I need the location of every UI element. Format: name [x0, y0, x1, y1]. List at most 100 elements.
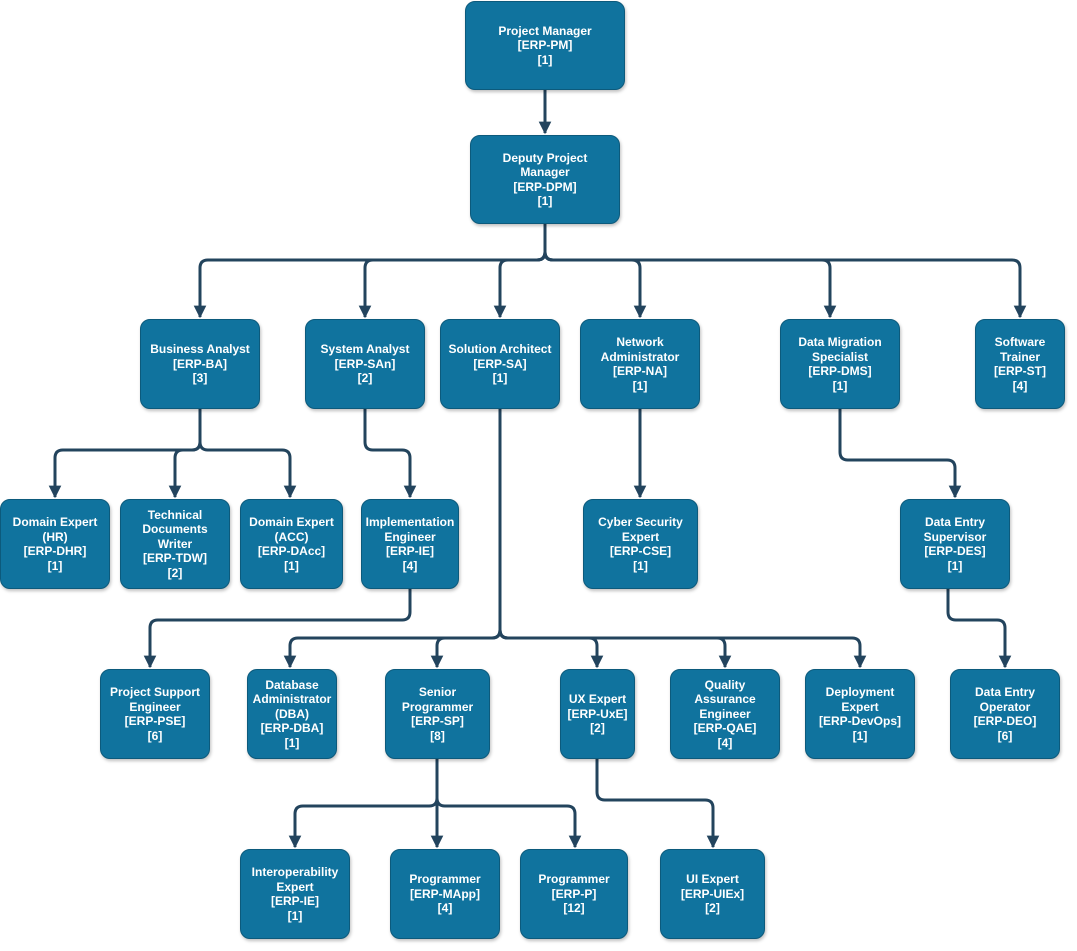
node-data-migration-specialist[interactable]: Data Migration Specialist [ERP-DMS] [1]	[780, 319, 900, 409]
node-title: Cyber Security Expert	[598, 515, 683, 544]
node-count: [2]	[357, 371, 373, 386]
node-network-administrator[interactable]: Network Administrator [ERP-NA] [1]	[580, 319, 700, 409]
node-title: Technical Documents Writer	[142, 507, 208, 551]
node-title: Deputy Project Manager	[502, 150, 588, 180]
node-code: [ERP-NA]	[613, 364, 667, 378]
node-code: [ERP-P]	[551, 886, 597, 901]
node-deputy-project-manager[interactable]: Deputy Project Manager [ERP-DPM] [1]	[470, 135, 620, 224]
link-ba-dacc	[198, 409, 297, 499]
link-dpm-san	[358, 224, 547, 319]
node-title: Domain Expert (HR)	[12, 515, 98, 544]
node-code: [ERP-DevOps]	[818, 714, 901, 728]
node-domain-expert-hr[interactable]: Domain Expert (HR) [ERP-DHR] [1]	[0, 499, 110, 589]
node-count: [1]	[832, 378, 848, 393]
node-technical-documents-writer[interactable]: Technical Documents Writer [ERP-TDW] [2]	[120, 499, 230, 589]
node-software-trainer[interactable]: Software Trainer [ERP-ST] [4]	[975, 319, 1065, 409]
node-count: [4]	[402, 558, 418, 573]
node-count: [6]	[147, 728, 163, 743]
link-ie-pse	[143, 589, 412, 669]
node-title: Quality Assurance Engineer	[694, 677, 756, 721]
node-programmer-mapp[interactable]: Programmer [ERP-MApp] [4]	[390, 849, 500, 939]
node-code: [ERP-IE]	[271, 894, 319, 908]
node-title: Project Manager	[498, 23, 592, 38]
node-count: [1]	[947, 558, 963, 573]
node-count: [8]	[430, 728, 445, 743]
link-ba-tdw	[168, 409, 202, 499]
node-programmer-p[interactable]: Programmer [ERP-P] [12]	[520, 849, 628, 939]
node-quality-assurance-engineer[interactable]: Quality Assurance Engineer [ERP-QAE] [4]	[670, 669, 780, 759]
node-ui-expert[interactable]: UI Expert [ERP-UIEx] [2]	[660, 849, 765, 939]
node-count: [1]	[632, 378, 648, 393]
link-san-ie	[363, 409, 417, 499]
node-count: [1]	[633, 558, 648, 573]
node-title: UX Expert	[568, 692, 627, 707]
node-title: Database Administrator (DBA)	[252, 677, 332, 721]
node-count: [1]	[284, 735, 300, 750]
node-interoperability-expert[interactable]: Interoperability Expert [ERP-IE] [1]	[240, 849, 350, 939]
node-senior-programmer[interactable]: Senior Programmer [ERP-SP] [8]	[385, 669, 490, 759]
node-title: Project Support Engineer	[109, 685, 200, 714]
node-title: Data Entry Operator	[974, 685, 1036, 714]
node-code: [ERP-PM]	[517, 38, 573, 53]
node-count: [1]	[284, 558, 299, 573]
node-code: [ERP-PSE]	[124, 714, 186, 728]
node-title: Data Migration Specialist	[798, 335, 882, 364]
node-business-analyst[interactable]: Business Analyst [ERP-BA] [3]	[140, 319, 260, 409]
node-title: Data Entry Supervisor	[923, 515, 987, 544]
node-count: [2]	[705, 901, 720, 916]
link-dms-des	[838, 409, 962, 499]
node-project-manager[interactable]: Project Manager [ERP-PM] [1]	[465, 1, 625, 90]
node-title: Senior Programmer	[401, 685, 474, 714]
node-count: [2]	[590, 721, 605, 736]
node-code: [ERP-DPM]	[513, 179, 577, 194]
node-count: [1]	[537, 52, 553, 67]
node-count: [4]	[717, 735, 733, 750]
node-code: [ERP-SP]	[411, 714, 464, 728]
node-code: [ERP-DHR]	[23, 544, 87, 558]
node-data-entry-supervisor[interactable]: Data Entry Supervisor [ERP-DES] [1]	[900, 499, 1010, 589]
node-implementation-engineer[interactable]: Implementation Engineer [ERP-IE] [4]	[361, 499, 459, 589]
node-title: System Analyst	[320, 342, 410, 357]
node-count: [1]	[47, 558, 63, 573]
node-ux-expert[interactable]: UX Expert [ERP-UxE] [2]	[560, 669, 635, 759]
node-count: [1]	[492, 371, 508, 386]
link-sa-devops	[498, 409, 867, 669]
node-code: [ERP-ST]	[994, 364, 1046, 378]
node-database-administrator[interactable]: Database Administrator (DBA) [ERP-DBA] […	[247, 669, 337, 759]
node-code: [ERP-DMS]	[808, 364, 872, 378]
link-uxe-uiex	[595, 759, 720, 849]
node-project-support-engineer[interactable]: Project Support Engineer [ERP-PSE] [6]	[100, 669, 210, 759]
node-title: Implementation Engineer	[365, 515, 455, 544]
link-sp-iex	[288, 759, 439, 849]
node-code: [ERP-DES]	[924, 544, 986, 558]
link-dpm-sa	[493, 224, 547, 319]
node-code: [ERP-CSE]	[609, 544, 672, 558]
link-dpm-ba	[193, 224, 547, 319]
node-code: [ERP-BA]	[173, 356, 227, 371]
node-count: [4]	[437, 901, 453, 916]
node-code: [ERP-TDW]	[143, 551, 207, 566]
node-title: Solution Architect	[448, 342, 552, 357]
node-deployment-expert[interactable]: Deployment Expert [ERP-DevOps] [1]	[805, 669, 915, 759]
node-data-entry-operator[interactable]: Data Entry Operator [ERP-DEO] [6]	[950, 669, 1060, 759]
node-system-analyst[interactable]: System Analyst [ERP-SAn] [2]	[305, 319, 425, 409]
node-code: [ERP-DEO]	[973, 714, 1037, 728]
node-count: [12]	[563, 901, 585, 916]
link-des-deo	[946, 589, 1012, 669]
node-count: [1]	[537, 194, 553, 208]
node-title: Programmer	[538, 872, 610, 887]
node-count: [4]	[1012, 378, 1028, 393]
node-code: [ERP-QAE]	[693, 721, 757, 736]
node-solution-architect[interactable]: Solution Architect [ERP-SA] [1]	[440, 319, 560, 409]
node-cyber-security-expert[interactable]: Cyber Security Expert [ERP-CSE] [1]	[583, 499, 698, 589]
node-title: Programmer	[409, 872, 481, 887]
node-code: [ERP-DBA]	[260, 721, 324, 736]
node-domain-expert-acc[interactable]: Domain Expert (ACC) [ERP-DAcc] [1]	[240, 499, 343, 589]
link-sp-p	[435, 759, 582, 849]
node-title: Interoperability Expert	[251, 865, 339, 894]
node-count: [3]	[192, 371, 208, 386]
node-title: Domain Expert (ACC)	[249, 515, 334, 544]
node-count: [2]	[167, 565, 183, 580]
